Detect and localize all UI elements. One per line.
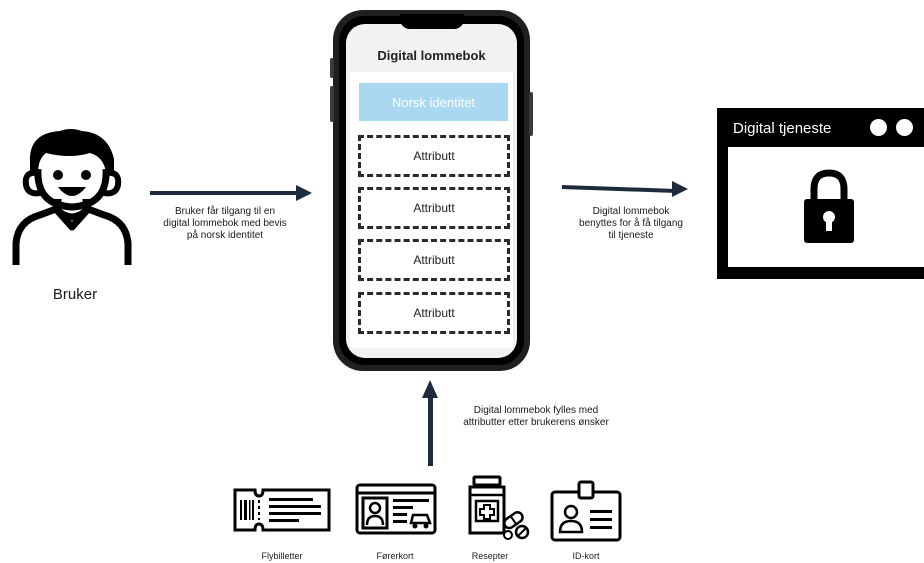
lock-icon <box>804 169 854 243</box>
identity-box: Norsk identitet <box>359 83 508 121</box>
arrow-wallet-to-service <box>561 185 677 193</box>
arrow-sources-to-wallet <box>428 396 433 466</box>
window-dot-icon <box>870 119 887 136</box>
plane-ticket-icon <box>233 488 331 532</box>
user-caption: Bruker får tilgang til en digital lommeb… <box>150 206 300 242</box>
source-label: Førerkort <box>376 551 414 561</box>
drivers-license-icon <box>355 483 437 535</box>
user-caption-line: Bruker får tilgang til en <box>174 206 276 217</box>
service-caption: Digital lommebok benyttes for å få tilga… <box>556 206 706 242</box>
user-caption-line: digital lommebok med bevis <box>163 218 287 229</box>
attribute-slot: Attributt <box>358 135 510 177</box>
wallet-title: Digital lommebok <box>377 48 486 63</box>
source-label: Resepter <box>471 551 509 561</box>
phone-notch <box>400 14 464 29</box>
user-caption-line: på norsk identitet <box>186 230 264 241</box>
arrow-head <box>296 185 312 201</box>
arrow-head <box>422 380 438 398</box>
arrow-head <box>672 181 688 197</box>
window-dot-icon <box>896 119 913 136</box>
source-label: ID-kort <box>572 551 600 561</box>
sources-caption: Digital lommebok fylles med attributter … <box>446 405 626 429</box>
prescription-icon <box>468 475 530 540</box>
phone-side-button <box>330 86 334 122</box>
service-caption-line: benyttes for å få tilgang <box>579 218 683 229</box>
id-card-icon <box>550 480 622 542</box>
source-label: Flybilletter <box>261 551 303 561</box>
service-caption-line: til tjeneste <box>608 230 654 241</box>
arrow-user-to-wallet <box>150 191 300 195</box>
attribute-slot: Attributt <box>358 239 510 281</box>
user-label: Bruker <box>52 286 98 303</box>
sources-caption-line: Digital lommebok fylles med <box>473 405 599 416</box>
phone-side-button <box>330 58 334 78</box>
attribute-slot: Attributt <box>358 187 510 229</box>
user-avatar-icon <box>12 129 132 265</box>
service-title: Digital tjeneste <box>733 120 832 137</box>
sources-caption-line: attributter etter brukerens ønsker <box>463 417 609 428</box>
service-caption-line: Digital lommebok <box>592 206 670 217</box>
phone-side-button <box>529 92 533 136</box>
attribute-slot: Attributt <box>358 292 510 334</box>
